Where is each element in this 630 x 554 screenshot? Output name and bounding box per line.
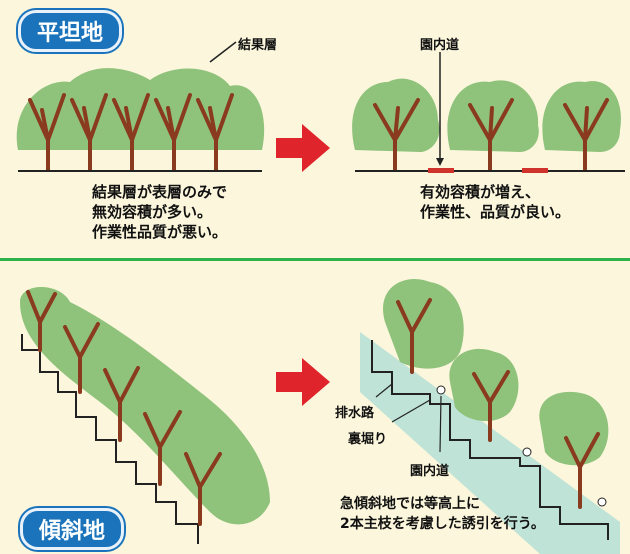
caption-line: 作業性、品質が良い。 bbox=[420, 203, 571, 221]
slope-left-trees bbox=[26, 290, 222, 526]
slope-land-illustration bbox=[20, 278, 620, 554]
right-foliage-3 bbox=[542, 81, 621, 152]
slope-right-band bbox=[360, 332, 620, 554]
path-marker-1 bbox=[436, 385, 446, 395]
path-label-slope: 園内道 bbox=[410, 464, 450, 479]
caption-line: 2本主枝を考慮した誘引を行う。 bbox=[340, 516, 545, 532]
flat-land-illustration bbox=[16, 41, 625, 173]
slope-left-terraces bbox=[21, 334, 199, 544]
path-pointer-slope bbox=[439, 395, 442, 453]
path-label-flat: 園内道 bbox=[420, 38, 460, 53]
caption-line: 作業性品質が悪い。 bbox=[92, 223, 228, 241]
caption-line: 有効容積が増え、 bbox=[420, 183, 541, 201]
slope-land-panel: 排水路 裏堀り 園内道 急傾斜地では等高上に 2本主枝を考慮した誘引を行う。 傾… bbox=[0, 262, 630, 554]
fruit-layer-label: 結果層 bbox=[238, 38, 278, 53]
caption-line: 急傾斜地では等高上に bbox=[340, 496, 480, 512]
slope-right-foliage-1 bbox=[383, 278, 464, 369]
flat-arrow bbox=[276, 124, 330, 172]
slope-left-foliage bbox=[20, 287, 270, 525]
drain-label: 排水路 bbox=[335, 406, 375, 421]
flat-caption-right: 有効容積が増え、 作業性、品質が良い。 bbox=[420, 182, 570, 222]
flat-caption-left: 結果層が表層のみで 無効容積が多い。 作業性品質が悪い。 bbox=[92, 182, 227, 242]
right-trees bbox=[373, 98, 609, 172]
dig-label: 裏堀り bbox=[348, 432, 388, 447]
path-pointer-head bbox=[436, 158, 444, 166]
slope-caption: 急傾斜地では等高上に 2本主枝を考慮した誘引を行う。 bbox=[340, 494, 545, 534]
left-foliage bbox=[16, 68, 265, 150]
slope-right-trees bbox=[396, 298, 600, 509]
path-mark-1 bbox=[428, 168, 454, 173]
caption-line: 無効容積が多い。 bbox=[92, 203, 213, 221]
slope-right-terraces bbox=[371, 340, 609, 540]
path-mark-2 bbox=[522, 168, 548, 173]
slope-arrow bbox=[276, 358, 330, 406]
dig-pointer bbox=[391, 399, 431, 423]
flat-land-panel: 平坦地 結果層 園内道 結果層が表層のみで 無効容積が多い。 作業性品質が悪い。… bbox=[0, 0, 630, 258]
flat-land-badge: 平坦地 bbox=[18, 10, 123, 52]
left-trees bbox=[28, 93, 234, 172]
drain-pointer bbox=[375, 383, 393, 398]
fruit-layer-pointer bbox=[209, 41, 237, 63]
path-marker-2 bbox=[522, 447, 532, 457]
caption-line: 結果層が表層のみで bbox=[92, 183, 228, 201]
slope-right-foliage-2 bbox=[449, 348, 519, 422]
path-marker-3 bbox=[597, 497, 607, 507]
section-divider bbox=[0, 258, 630, 261]
slope-land-badge: 傾斜地 bbox=[20, 508, 125, 550]
